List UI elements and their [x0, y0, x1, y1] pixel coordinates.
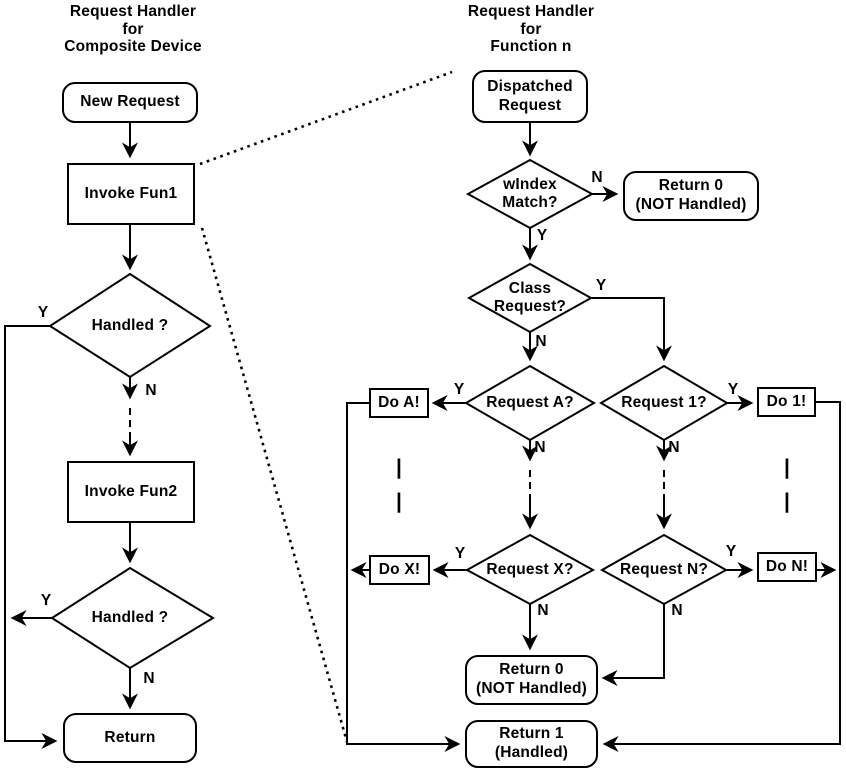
request-x-diamond [464, 533, 596, 606]
handled-2-diamond [50, 566, 215, 670]
node-return-0-top: Return 0 (NOT Handled) [623, 171, 759, 221]
windex-diamond [465, 158, 595, 230]
left-diagram-title: Request Handler for Composite Device [64, 3, 202, 55]
node-do-x: Do X! [369, 555, 430, 585]
class-no-label: N [535, 333, 547, 350]
path-class-yes [591, 297, 672, 362]
ellipsis-mark-left-1: | [396, 456, 402, 479]
handled-1-yes-label: Y [37, 304, 49, 321]
request-n-no-label: N [671, 602, 683, 619]
handled1-yes-rail-to-return [4, 325, 58, 749]
handled-2-yes-label: Y [40, 592, 52, 609]
node-do-n: Do N! [757, 552, 817, 582]
node-invoke-fun1: Invoke Fun1 [67, 163, 195, 225]
node-invoke-fun2: Invoke Fun2 [67, 461, 195, 523]
node-return: Return [63, 713, 197, 763]
right-rail-to-return1 [602, 401, 841, 752]
left-rail-to-return1 [346, 402, 461, 752]
path-request-n-no [601, 604, 665, 686]
class-request-diamond [466, 262, 594, 334]
node-return-1: Return 1 (Handled) [465, 720, 598, 768]
request-1-no-label: N [668, 439, 680, 456]
node-do-1: Do 1! [757, 387, 816, 417]
expansion-dotted-line-bottom [200, 227, 349, 743]
handled-2-no-label: N [143, 670, 155, 687]
request-x-yes-label: Y [454, 545, 466, 562]
right-diagram-title: Request Handler for Function n [467, 3, 595, 55]
windex-yes-label: Y [536, 227, 548, 244]
expansion-dotted-line-top [199, 70, 453, 166]
request-n-diamond [599, 533, 729, 606]
request-n-yes-label: Y [725, 543, 737, 560]
request-a-no-label: N [534, 439, 546, 456]
handled-1-diamond [48, 272, 212, 379]
node-return-0-bottom: Return 0 (NOT Handled) [465, 655, 598, 705]
request-x-no-label: N [537, 602, 549, 619]
windex-no-label: N [591, 169, 603, 186]
node-new-request: New Request [62, 82, 198, 123]
request-1-yes-label: Y [727, 381, 739, 398]
request-a-yes-label: Y [453, 381, 465, 398]
handled-1-no-label: N [145, 382, 157, 399]
class-yes-label: Y [595, 277, 607, 294]
request-a-diamond [464, 364, 596, 442]
ellipsis-mark-left-2: | [396, 490, 402, 513]
ellipsis-mark-right-2: | [784, 490, 790, 513]
node-dispatched-request: Dispatched Request [472, 70, 588, 123]
ellipsis-mark-right-1: | [784, 456, 790, 479]
request-1-diamond [599, 364, 729, 442]
node-do-a: Do A! [369, 388, 429, 418]
